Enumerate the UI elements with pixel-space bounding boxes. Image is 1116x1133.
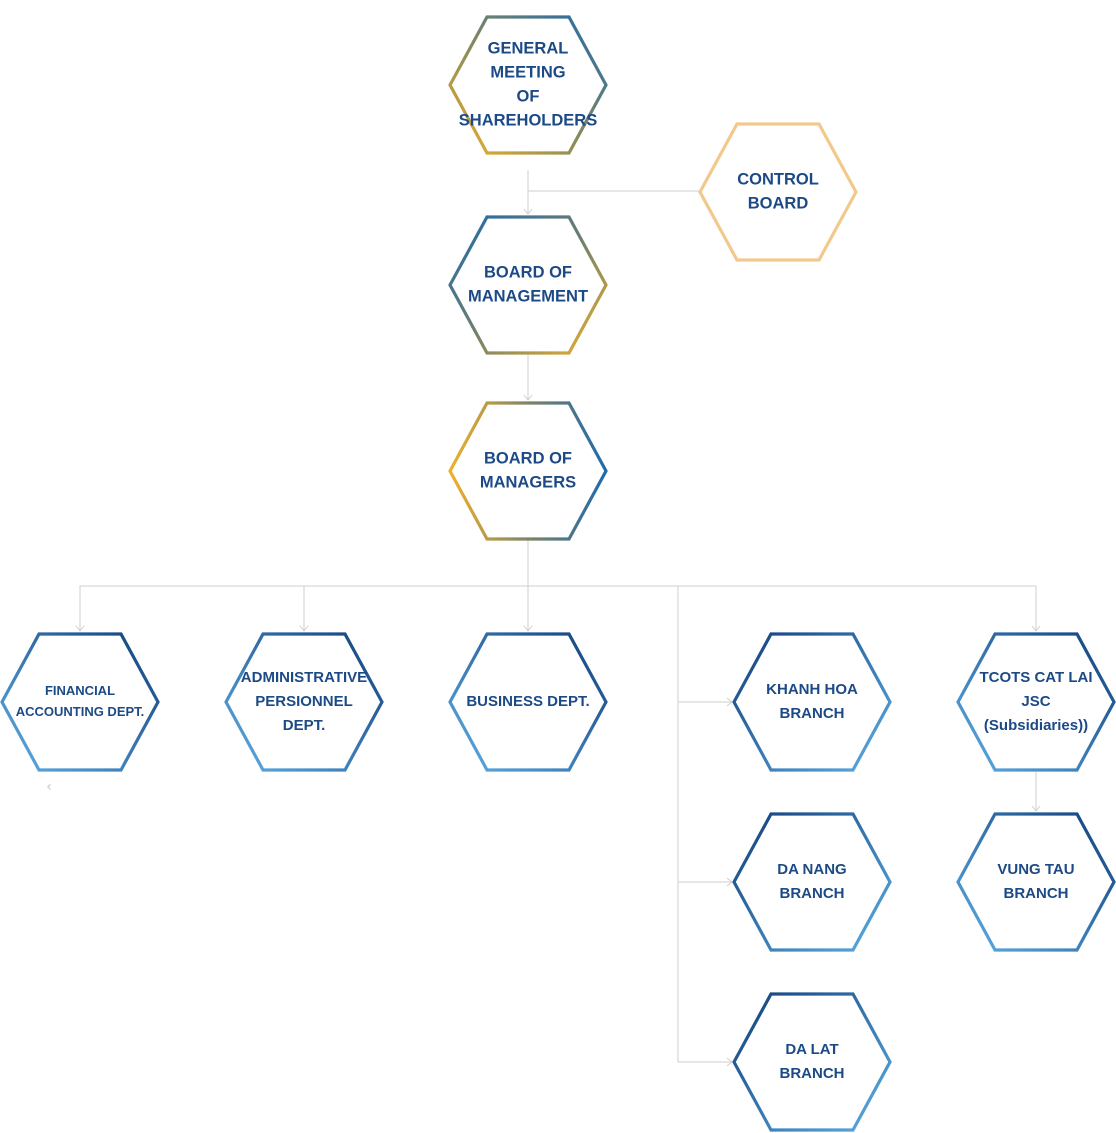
- hexagon-vung-tau: [956, 812, 1116, 952]
- chevron-left-icon[interactable]: ‹: [46, 779, 52, 795]
- arrow-head-da-lat: [726, 1057, 733, 1067]
- connector-board-of-managers-to-tcots-cat-lai: [528, 585, 1037, 631]
- label-shareholders-line-2: MEETING: [490, 63, 565, 81]
- label-shareholders-line-3: OF: [517, 87, 540, 105]
- connector-board-of-managers-to-da-nang: [677, 702, 732, 883]
- org-nodes: GENERAL MEETING OF SHAREHOLDERS CONTROL BOARD…: [0, 15, 1116, 1132]
- node-da-nang[interactable]: DA NANG BRANCH: [732, 812, 892, 952]
- arrow-head-administrative-personnel: [299, 625, 309, 632]
- arrow-head-tcots-cat-lai: [1031, 625, 1041, 632]
- hexagon-tcots-cat-lai: [956, 632, 1116, 772]
- arrow-head-vung-tau: [1031, 805, 1041, 812]
- label-board-of-management-line-2: MANAGEMENT: [468, 287, 588, 305]
- label-vung-tau-line-1: VUNG TAU: [997, 861, 1074, 878]
- hexagon-administrative-personnel: [224, 632, 384, 772]
- label-board-of-management-line-1: BOARD OF: [484, 263, 572, 281]
- label-administrative-personnel-line-1: ADMINISTRATIVE: [241, 669, 367, 686]
- arrow-head-business: [523, 625, 533, 632]
- hexagon-da-lat: [732, 992, 892, 1132]
- label-business-line-1: BUSINESS DEPT.: [466, 693, 589, 710]
- label-khanh-hoa-line-1: KHANH HOA: [766, 681, 858, 698]
- arrow-head-board-of-managers: [523, 394, 533, 401]
- label-tcots-cat-lai-line-1: TCOTS CAT LAI: [979, 669, 1092, 686]
- label-da-lat-line-1: DA LAT: [785, 1041, 838, 1058]
- node-tcots-cat-lai[interactable]: TCOTS CAT LAI JSC (Subsidiaries)): [956, 632, 1116, 772]
- label-board-of-managers-line-1: BOARD OF: [484, 449, 572, 467]
- label-shareholders-line-1: GENERAL: [488, 39, 569, 57]
- connector-lines: [75, 170, 1041, 1067]
- connector-board-of-managers-to-khanh-hoa: [677, 586, 732, 703]
- label-financial-accounting-line-1: FINANCIAL: [45, 683, 115, 698]
- label-da-nang-line-2: BRANCH: [780, 885, 845, 902]
- node-business[interactable]: BUSINESS DEPT.: [448, 632, 608, 772]
- node-financial-accounting[interactable]: FINANCIAL ACCOUNTING DEPT.: [0, 632, 160, 772]
- label-administrative-personnel-line-3: DEPT.: [283, 717, 326, 734]
- hexagon-business: [448, 632, 608, 772]
- arrow-head-da-nang: [726, 877, 733, 887]
- node-control-board[interactable]: CONTROL BOARD: [698, 122, 858, 262]
- label-financial-accounting-line-2: ACCOUNTING DEPT.: [16, 704, 145, 719]
- label-shareholders-line-4: SHAREHOLDERS: [459, 111, 597, 129]
- hexagon-board-of-management: [448, 215, 608, 355]
- node-board-of-management[interactable]: BOARD OF MANAGEMENT: [448, 215, 608, 355]
- label-tcots-cat-lai-line-2: JSC: [1021, 693, 1050, 710]
- hexagon-da-nang: [732, 812, 892, 952]
- label-vung-tau-line-2: BRANCH: [1004, 885, 1069, 902]
- label-control-board-line-1: CONTROL: [737, 170, 819, 188]
- hexagon-board-of-managers: [448, 401, 608, 541]
- hexagon-control-board: [698, 122, 858, 262]
- label-administrative-personnel-line-2: PERSIONNEL: [255, 693, 353, 710]
- label-da-lat-line-2: BRANCH: [780, 1065, 845, 1082]
- node-vung-tau[interactable]: VUNG TAU BRANCH: [956, 812, 1116, 952]
- label-tcots-cat-lai-line-3: (Subsidiaries)): [984, 717, 1088, 734]
- arrow-head-khanh-hoa: [726, 697, 733, 707]
- label-control-board-line-2: BOARD: [748, 194, 809, 212]
- label-board-of-managers-line-2: MANAGERS: [480, 473, 576, 491]
- node-shareholders[interactable]: GENERAL MEETING OF SHAREHOLDERS: [448, 15, 608, 155]
- hexagon-shareholders: [448, 15, 608, 155]
- node-administrative-personnel[interactable]: ADMINISTRATIVE PERSIONNEL DEPT.: [224, 632, 384, 772]
- label-da-nang-line-1: DA NANG: [777, 861, 846, 878]
- node-khanh-hoa[interactable]: KHANH HOA BRANCH: [732, 632, 892, 772]
- hexagon-khanh-hoa: [732, 632, 892, 772]
- hexagon-financial-accounting: [0, 632, 160, 772]
- node-da-lat[interactable]: DA LAT BRANCH: [732, 992, 892, 1132]
- label-khanh-hoa-line-2: BRANCH: [780, 705, 845, 722]
- arrow-head-board-of-management: [523, 208, 533, 215]
- connector-board-of-managers-to-da-lat: [677, 882, 732, 1063]
- node-board-of-managers[interactable]: BOARD OF MANAGERS: [448, 401, 608, 541]
- arrow-head-financial-accounting: [75, 625, 85, 632]
